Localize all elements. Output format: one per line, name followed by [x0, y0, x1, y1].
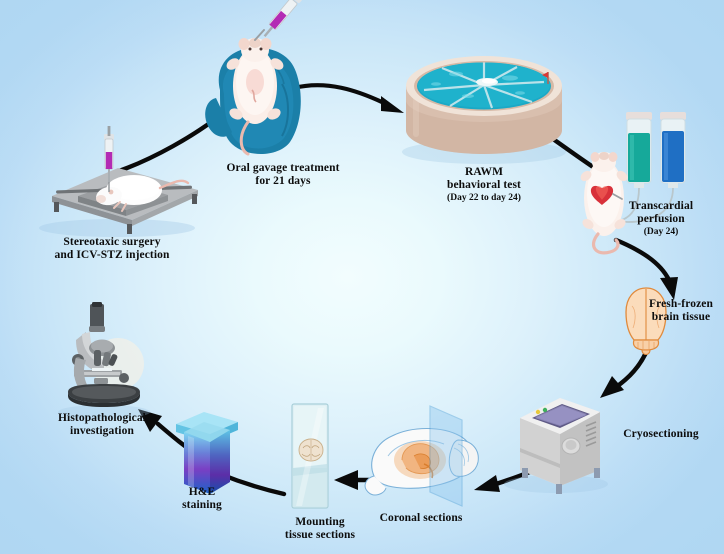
label-coronal-line1: Coronal sections	[379, 512, 463, 524]
label-stereotaxic-line2: and ICV-STZ injection	[54, 249, 170, 262]
label-rawm-line1: RAWM	[464, 166, 504, 178]
arrow-perfusion-to-brain	[613, 237, 678, 300]
label-brain-tissue-line2: brain tissue	[651, 311, 711, 324]
label-stereotaxic-line1: Stereotaxic surgery	[63, 236, 161, 248]
label-he-staining-line2: staining	[182, 499, 222, 512]
label-perfusion: Transcardial perfusion (Day 24)	[600, 200, 722, 238]
label-oral-gavage-line1: Oral gavage treatment	[226, 162, 340, 174]
arrow-gavage-to-rawm	[291, 83, 404, 113]
step-icon-coronal	[358, 404, 490, 512]
label-oral-gavage-line2: for 21 days	[255, 175, 311, 188]
step-icon-perfusion	[580, 100, 720, 260]
label-histopathology-line1: Histopathological	[58, 412, 146, 424]
label-brain-tissue: Fresh-frozen brain tissue	[638, 298, 724, 325]
step-icon-he-staining	[170, 408, 244, 500]
step-icon-cryostat	[498, 370, 614, 496]
label-rawm-line2: behavioral test	[446, 179, 521, 192]
label-rawm-line3: (Day 22 to day 24)	[447, 192, 521, 203]
label-perfusion-line2: perfusion	[637, 213, 685, 226]
label-rawm: RAWM behavioral test (Day 22 to day 24)	[411, 166, 557, 204]
label-mounting-line1: Mounting	[295, 516, 345, 528]
step-icon-microscope	[46, 300, 162, 420]
step-icon-oral-gavage	[186, 0, 326, 162]
label-cryosectioning: Cryosectioning	[611, 428, 711, 441]
label-histopathology: Histopathological investigation	[40, 412, 164, 439]
label-mounting-line2: tissue sections	[284, 529, 356, 542]
label-perfusion-line3: (Day 24)	[643, 226, 679, 237]
label-he-staining-line1: H&E	[188, 486, 216, 498]
step-icon-rawm	[392, 44, 574, 166]
label-histopathology-line2: investigation	[70, 425, 134, 438]
label-he-staining: H&E staining	[166, 486, 238, 513]
label-coronal: Coronal sections	[364, 512, 478, 525]
label-cryosectioning-line1: Cryosectioning	[623, 428, 699, 440]
label-brain-tissue-line1: Fresh-frozen	[648, 298, 713, 310]
step-icon-mounting	[288, 402, 334, 512]
label-stereotaxic: Stereotaxic surgery and ICV-STZ injectio…	[42, 236, 182, 263]
label-mounting: Mounting tissue sections	[266, 516, 374, 543]
step-icon-brain-tissue	[616, 286, 676, 358]
step-icon-stereotaxic	[22, 126, 204, 240]
label-oral-gavage: Oral gavage treatment for 21 days	[209, 162, 357, 189]
label-perfusion-line1: Transcardial	[628, 200, 694, 212]
